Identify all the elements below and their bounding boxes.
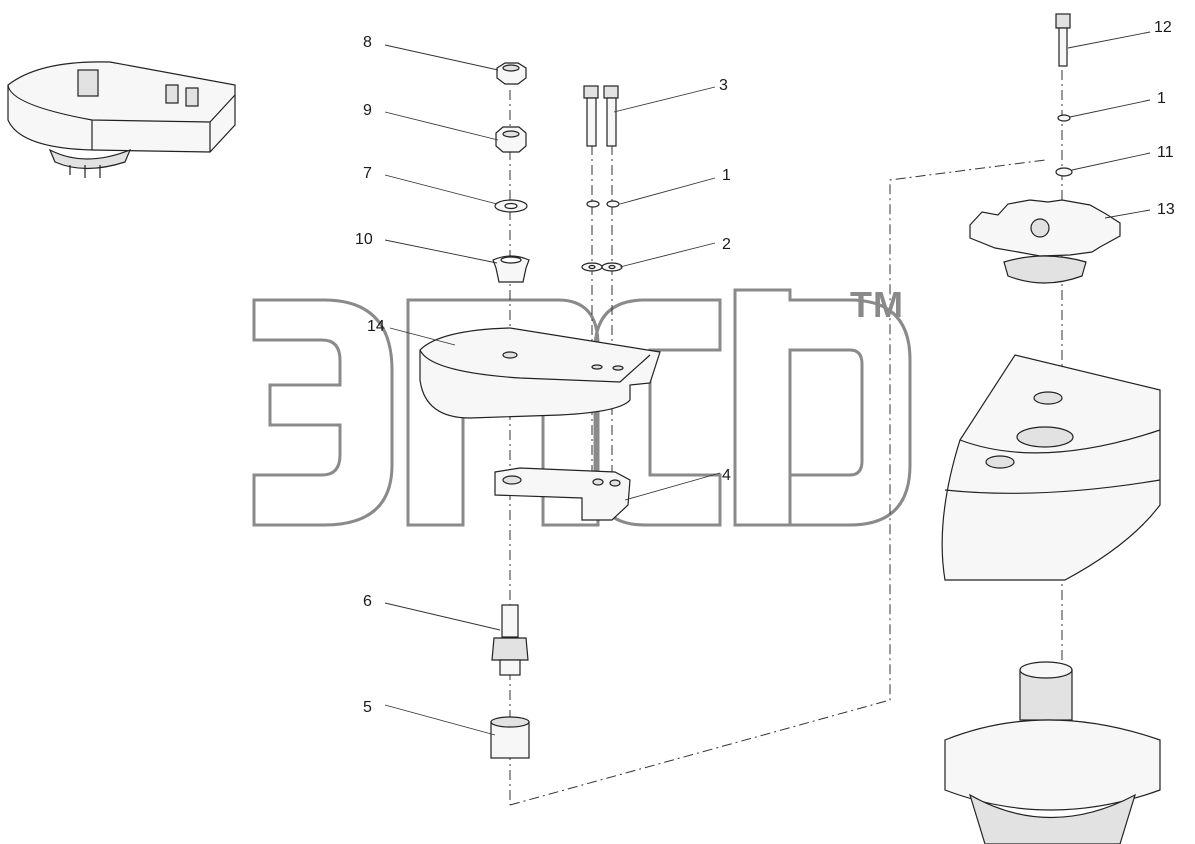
center-parts [419,62,661,759]
callout-13: 13 [1157,201,1175,218]
callout-11: 11 [1157,144,1174,161]
assembled-view-topleft [7,61,236,178]
callout-5: 5 [363,699,372,716]
callout-4: 4 [722,467,731,484]
callout-10: 10 [355,231,373,248]
callout-14: 14 [367,318,385,335]
callout-1-right: 1 [1157,90,1166,107]
right-parts [941,13,1161,844]
leader-lines [384,31,1151,736]
callout-7: 7 [363,165,372,182]
trademark-symbol: TM [850,284,904,325]
callout-6: 6 [363,593,372,610]
callout-8: 8 [363,34,372,51]
callout-12: 12 [1154,19,1172,36]
callout-2: 2 [722,236,731,253]
callout-3: 3 [719,77,728,94]
callout-1-center: 1 [722,167,731,184]
callout-9: 9 [363,102,372,119]
